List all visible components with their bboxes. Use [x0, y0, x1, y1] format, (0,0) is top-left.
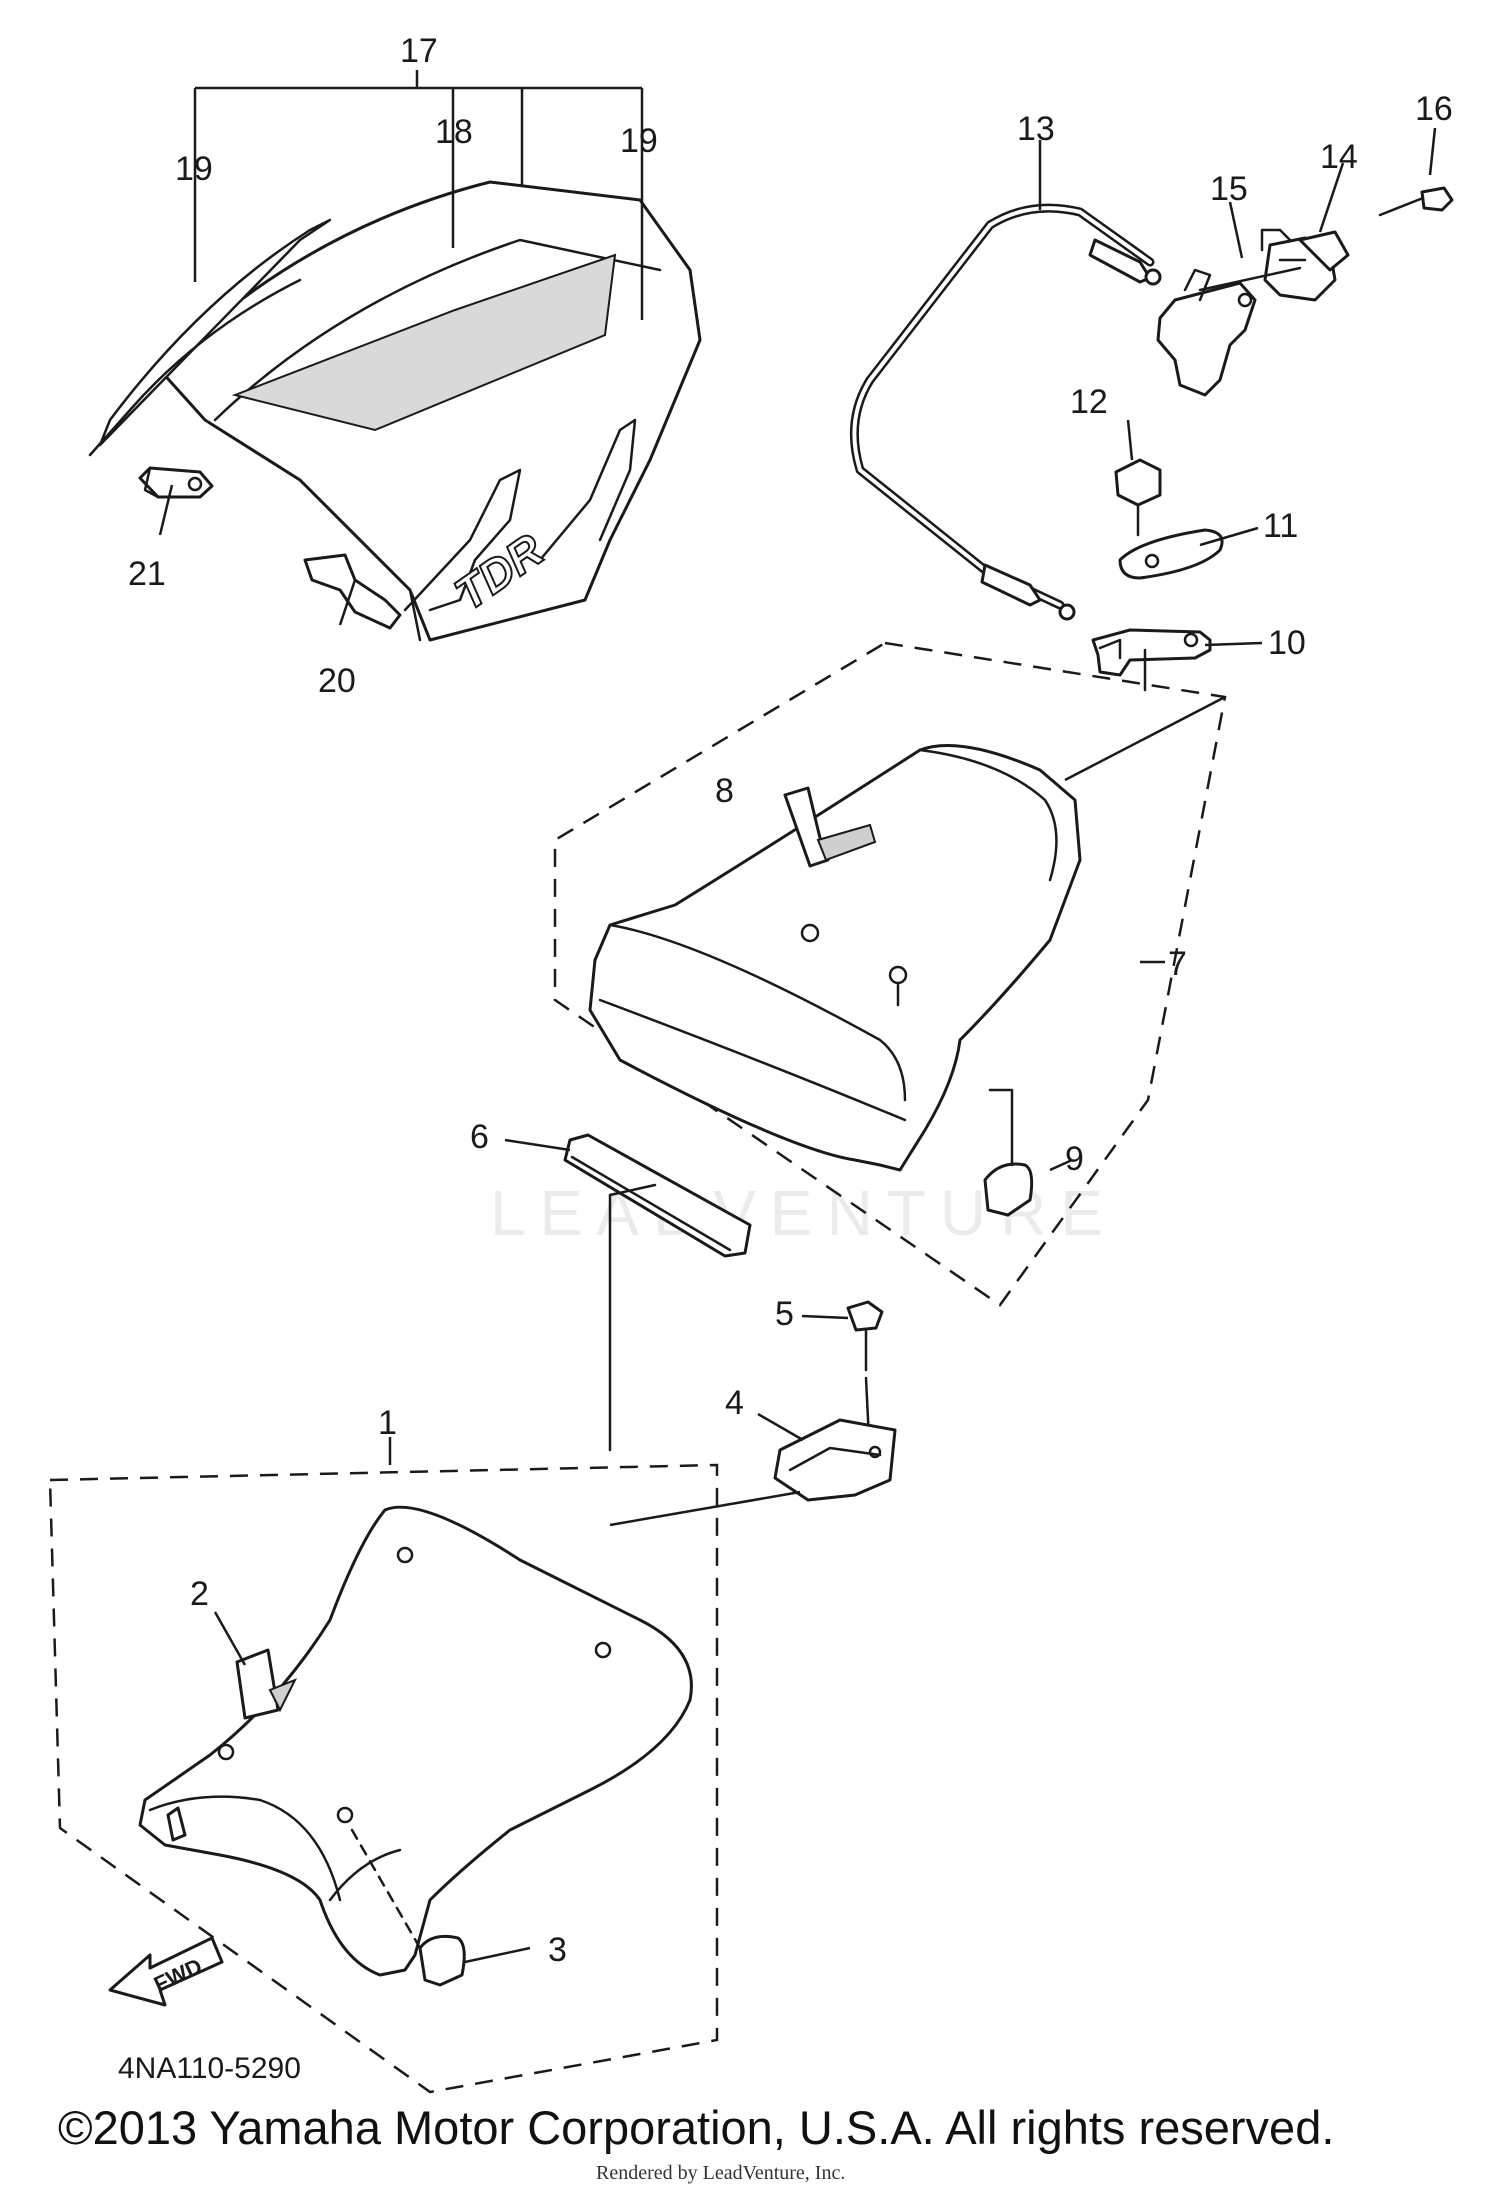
rendered-by-notice: Rendered by LeadVenture, Inc. [596, 2162, 846, 2184]
callout-5: 5 [775, 1295, 794, 1333]
callout-15: 15 [1210, 170, 1248, 208]
callouts-hinge: 5 4 [725, 1295, 849, 1442]
seat-cowl[interactable]: TDR [88, 180, 702, 642]
callout-21: 21 [128, 555, 166, 593]
plate-11[interactable] [1118, 528, 1224, 580]
front-seat-boundary [48, 1463, 719, 2094]
bracket-20[interactable] [303, 553, 402, 630]
copyright-notice: ©2013 Yamaha Motor Corporation, U.S.A. A… [58, 2101, 1335, 2154]
callout-2: 2 [190, 1575, 209, 1613]
bolt-16[interactable] [1378, 186, 1454, 217]
callout-6: 6 [470, 1118, 489, 1156]
callout-12: 12 [1070, 383, 1108, 421]
callout-7: 7 [1168, 945, 1187, 983]
callout-10: 10 [1268, 624, 1306, 662]
callout-8: 8 [715, 772, 734, 810]
callouts-cowl: 17 18 19 19 20 21 [128, 32, 658, 700]
callout-16: 16 [1415, 90, 1453, 128]
damper-3[interactable] [350, 1828, 466, 1987]
callout-1: 1 [378, 1404, 397, 1442]
bracket-21[interactable] [138, 466, 214, 499]
callout-20: 20 [318, 662, 356, 700]
hinge-4[interactable] [609, 1418, 897, 1527]
nut-12[interactable] [1114, 458, 1162, 537]
damper-9[interactable] [896, 983, 1034, 1217]
strap-2[interactable] [235, 1648, 298, 1720]
rear-seat-link-line [1064, 695, 1226, 782]
seat-lock-hook-10[interactable] [1091, 628, 1212, 692]
seat-lock-14[interactable] [1198, 228, 1350, 302]
callout-9: 9 [1065, 1140, 1084, 1178]
callout-4: 4 [725, 1384, 744, 1422]
callout-19-right: 19 [620, 122, 658, 160]
strap-8[interactable] [783, 786, 877, 868]
front-seat[interactable] [138, 1505, 693, 1977]
callout-17: 17 [400, 32, 438, 70]
callouts-front-seat: 1 2 3 [190, 1404, 567, 1969]
lock-bracket-15[interactable] [1156, 268, 1257, 397]
callout-18: 18 [435, 113, 473, 151]
rear-seat[interactable] [588, 744, 1082, 1172]
callout-19-left: 19 [175, 150, 213, 188]
callouts-lock: 13 14 15 16 12 11 10 [1017, 90, 1453, 662]
callout-3: 3 [548, 1931, 567, 1969]
callout-13: 13 [1017, 110, 1055, 148]
callouts-rear-seat: 7 8 9 [715, 772, 1187, 1178]
pad-6[interactable]: 6 [470, 1118, 752, 1452]
callout-11: 11 [1263, 507, 1298, 545]
seat-lock-cable[interactable] [849, 203, 1162, 621]
callout-14: 14 [1320, 138, 1358, 176]
fwd-arrow-icon: FWD [108, 1936, 224, 2007]
diagram-reference-code: 4NA110-5290 [118, 2052, 301, 2085]
